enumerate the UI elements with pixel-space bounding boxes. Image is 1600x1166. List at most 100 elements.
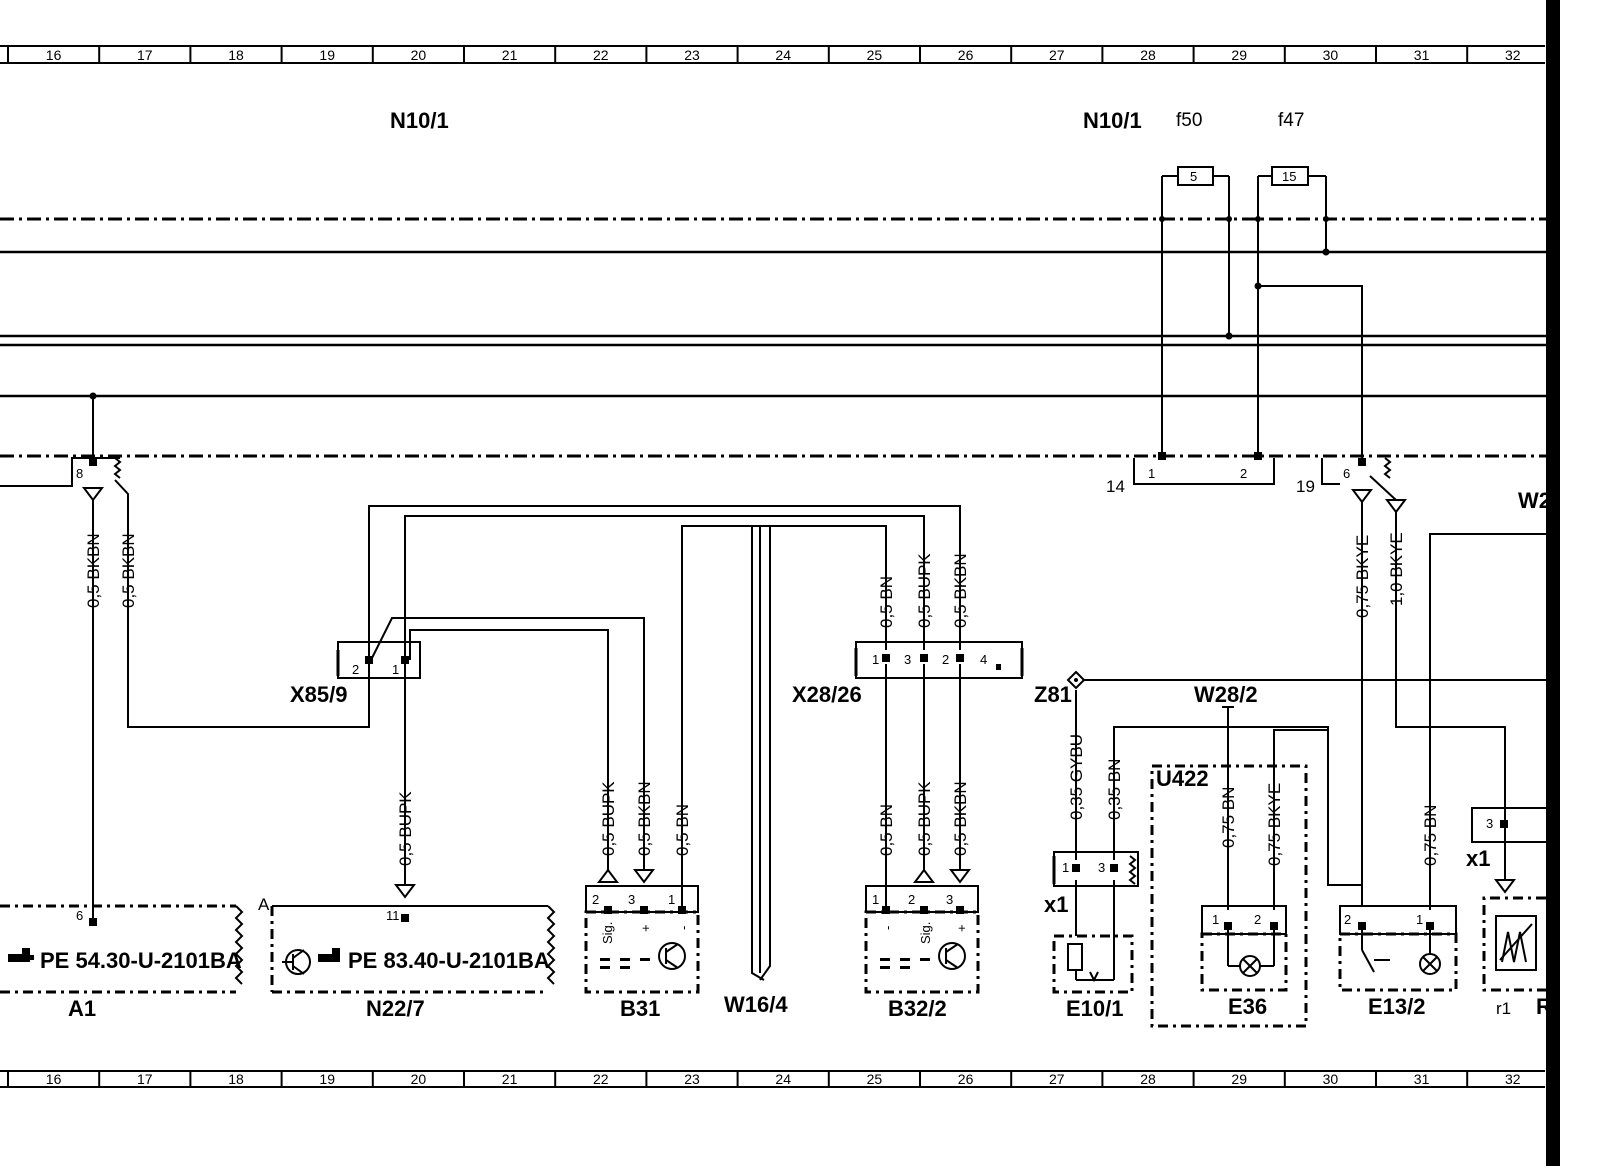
svg-text:E10/1: E10/1 (1066, 996, 1124, 1021)
component-e13-2: 2 1 E13/2 (1338, 905, 1458, 1019)
grid-column-label: 24 (775, 47, 791, 63)
a1-connector-8: 8 (0, 457, 122, 502)
hand-pointer-icon (318, 948, 340, 962)
svg-text:x1: x1 (1044, 892, 1068, 917)
svg-text:2: 2 (1240, 466, 1247, 481)
grid-column-label: 29 (1231, 1071, 1247, 1087)
component-b31: 2 3 1 Sig. + - B31 (584, 868, 700, 1021)
svg-text:1: 1 (392, 662, 399, 677)
svg-text:N22/7: N22/7 (366, 996, 425, 1021)
wire-n22-bupk: 0,5 BUPK (396, 791, 415, 866)
svg-text:2: 2 (1344, 912, 1351, 927)
component-w2-partial: W2 (1518, 488, 1551, 513)
grid-column-label: 19 (319, 47, 335, 63)
grid-column-label: 28 (1140, 47, 1156, 63)
connector-x1-right: 3 x1 (1466, 807, 1546, 894)
svg-text:+: + (638, 924, 653, 932)
signal-arrows-icon (880, 958, 930, 969)
svg-text:A1: A1 (68, 996, 96, 1021)
grid-column-label: 25 (867, 47, 883, 63)
svg-text:2: 2 (1254, 912, 1261, 927)
grid-column-label: 23 (684, 1071, 700, 1087)
grid-column-label: 17 (137, 47, 153, 63)
svg-text:2: 2 (942, 652, 949, 667)
connector-x1-left: 1 3 x1 (1044, 851, 1139, 917)
grid-column-label: 27 (1049, 47, 1065, 63)
lamp-icon (1419, 953, 1441, 975)
svg-text:Sig.: Sig. (600, 922, 615, 944)
component-n22-7: A 11 PE 83.40-U-2101BA N22/7 (258, 884, 556, 1021)
grid-column-label: 23 (684, 47, 700, 63)
svg-text:6: 6 (76, 908, 83, 923)
grid-column-label: 21 (502, 1071, 518, 1087)
fuse-f47: 15 (1257, 166, 1327, 216)
wire-b32-bupk: 0,5 BUPK (915, 781, 934, 856)
svg-text:PE 54.30-U-2101BA: PE 54.30-U-2101BA (40, 948, 242, 973)
wire-e10-bn: 0,35 BN (1105, 759, 1124, 820)
component-a1: 6 PE 54.30-U-2101BA A1 (0, 904, 244, 1021)
grid-column-label: 26 (958, 1071, 974, 1087)
component-b32-2: 1 2 3 - Sig. + B32/2 (864, 868, 980, 1021)
svg-text:X85/9: X85/9 (290, 682, 348, 707)
connector-x85-9: 2 1 X85/9 (290, 641, 421, 707)
connector-x28-26: 1 3 2 4 X28/26 (792, 641, 1024, 707)
grid-column-label: 29 (1231, 47, 1247, 63)
svg-text:+: + (954, 924, 969, 932)
wire-x28-bupk: 0,5 BUPK (915, 553, 934, 628)
component-e36: 1 2 E36 (1200, 905, 1288, 1019)
grid-column-label: 16 (46, 1071, 62, 1087)
n10-1-label-right: N10/1 (1083, 108, 1142, 133)
svg-text:R: R (1536, 994, 1552, 1019)
heater-icon (1495, 915, 1537, 971)
svg-text:2: 2 (352, 662, 359, 677)
svg-text:Sig.: Sig. (918, 922, 933, 944)
grid-column-label: 24 (775, 1071, 791, 1087)
svg-text:11: 11 (386, 908, 400, 923)
wiring-lines (92, 216, 1546, 981)
junction-dots (89, 216, 1330, 400)
wire-e36-bkye: 0,75 BKYE (1265, 783, 1284, 866)
wire-e13-bkye: 0,75 BKYE (1353, 535, 1372, 618)
signal-arrows-icon (600, 958, 650, 969)
lamp-icon (1239, 955, 1261, 977)
svg-text:B32/2: B32/2 (888, 996, 947, 1021)
svg-text:U422: U422 (1156, 766, 1209, 791)
svg-text:3: 3 (1098, 860, 1105, 875)
component-w16-4: W16/4 (724, 992, 788, 1017)
grid-column-label: 22 (593, 1071, 609, 1087)
grid-column-label: 19 (319, 1071, 335, 1087)
svg-text:E36: E36 (1228, 994, 1267, 1019)
grid-column-label: 26 (958, 47, 974, 63)
wire-b31-bkbn: 0,5 BKBN (635, 781, 654, 856)
svg-text:B31: B31 (620, 996, 660, 1021)
page-edge-bar (1546, 0, 1560, 1166)
svg-text:19: 19 (1296, 477, 1315, 496)
fuse-f47-label: f47 (1278, 110, 1304, 131)
svg-text:Z81: Z81 (1034, 682, 1072, 707)
connector-14: 14 1 2 (1106, 452, 1275, 496)
wire-labels: 0,5 BKBN 0,5 BKBN 0,5 BN 0,5 BUPK 0,5 BK… (84, 532, 1440, 866)
component-u422: U422 (1150, 764, 1308, 1028)
svg-text:-: - (676, 926, 691, 930)
wire-x28-bkbn: 0,5 BKBN (951, 553, 970, 628)
svg-text:4: 4 (980, 652, 987, 667)
svg-text:PE 83.40-U-2101BA: PE 83.40-U-2101BA (348, 948, 550, 973)
hand-pointer-icon (8, 948, 34, 962)
svg-text:3: 3 (904, 652, 911, 667)
svg-text:1: 1 (872, 892, 879, 907)
svg-text:W28/2: W28/2 (1194, 682, 1258, 707)
component-r-partial: r1 R (1482, 896, 1552, 1019)
grid-column-label: 20 (411, 1071, 427, 1087)
switch-icon (1361, 930, 1390, 973)
wire-x28-bn: 0,5 BN (877, 576, 896, 628)
component-w28-2: W28/2 (1194, 682, 1258, 708)
svg-text:A: A (258, 895, 270, 914)
ground-icon (1089, 971, 1099, 983)
connector-19: 19 6 (1296, 457, 1407, 514)
svg-text:r1: r1 (1496, 999, 1511, 1018)
wire-a1-bkbn-b: 0,5 BKBN (119, 533, 138, 608)
grid-column-label: 32 (1505, 47, 1521, 63)
grid-column-label: 22 (593, 47, 609, 63)
